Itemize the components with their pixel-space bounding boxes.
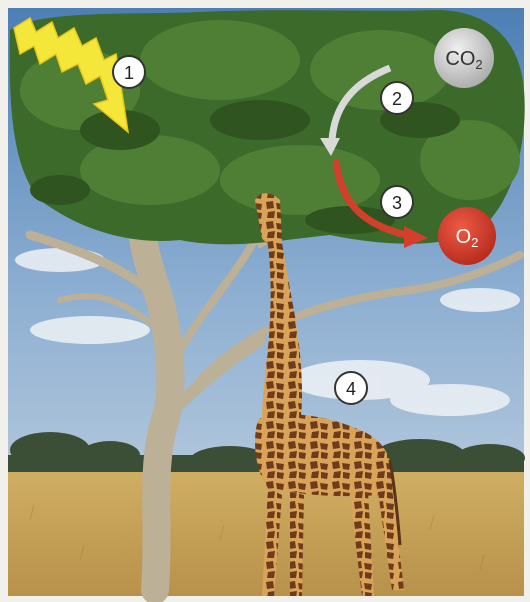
marker-1-label: 1 bbox=[124, 63, 134, 83]
photo bbox=[8, 8, 525, 596]
marker-4-label: 4 bbox=[346, 379, 356, 399]
co2-label: CO bbox=[445, 48, 475, 70]
marker-3-label: 3 bbox=[392, 193, 402, 213]
marker-2: 2 bbox=[381, 82, 413, 114]
o2-subscript: 2 bbox=[471, 235, 478, 250]
marker-3: 3 bbox=[381, 186, 413, 218]
co2-subscript: 2 bbox=[475, 57, 482, 72]
marker-2-label: 2 bbox=[392, 89, 402, 109]
marker-4: 4 bbox=[335, 372, 367, 404]
marker-1: 1 bbox=[113, 56, 145, 88]
o2-label: O bbox=[456, 226, 472, 248]
co2-molecule-icon: CO2 bbox=[434, 28, 494, 88]
o2-molecule-icon: O2 bbox=[438, 207, 496, 265]
